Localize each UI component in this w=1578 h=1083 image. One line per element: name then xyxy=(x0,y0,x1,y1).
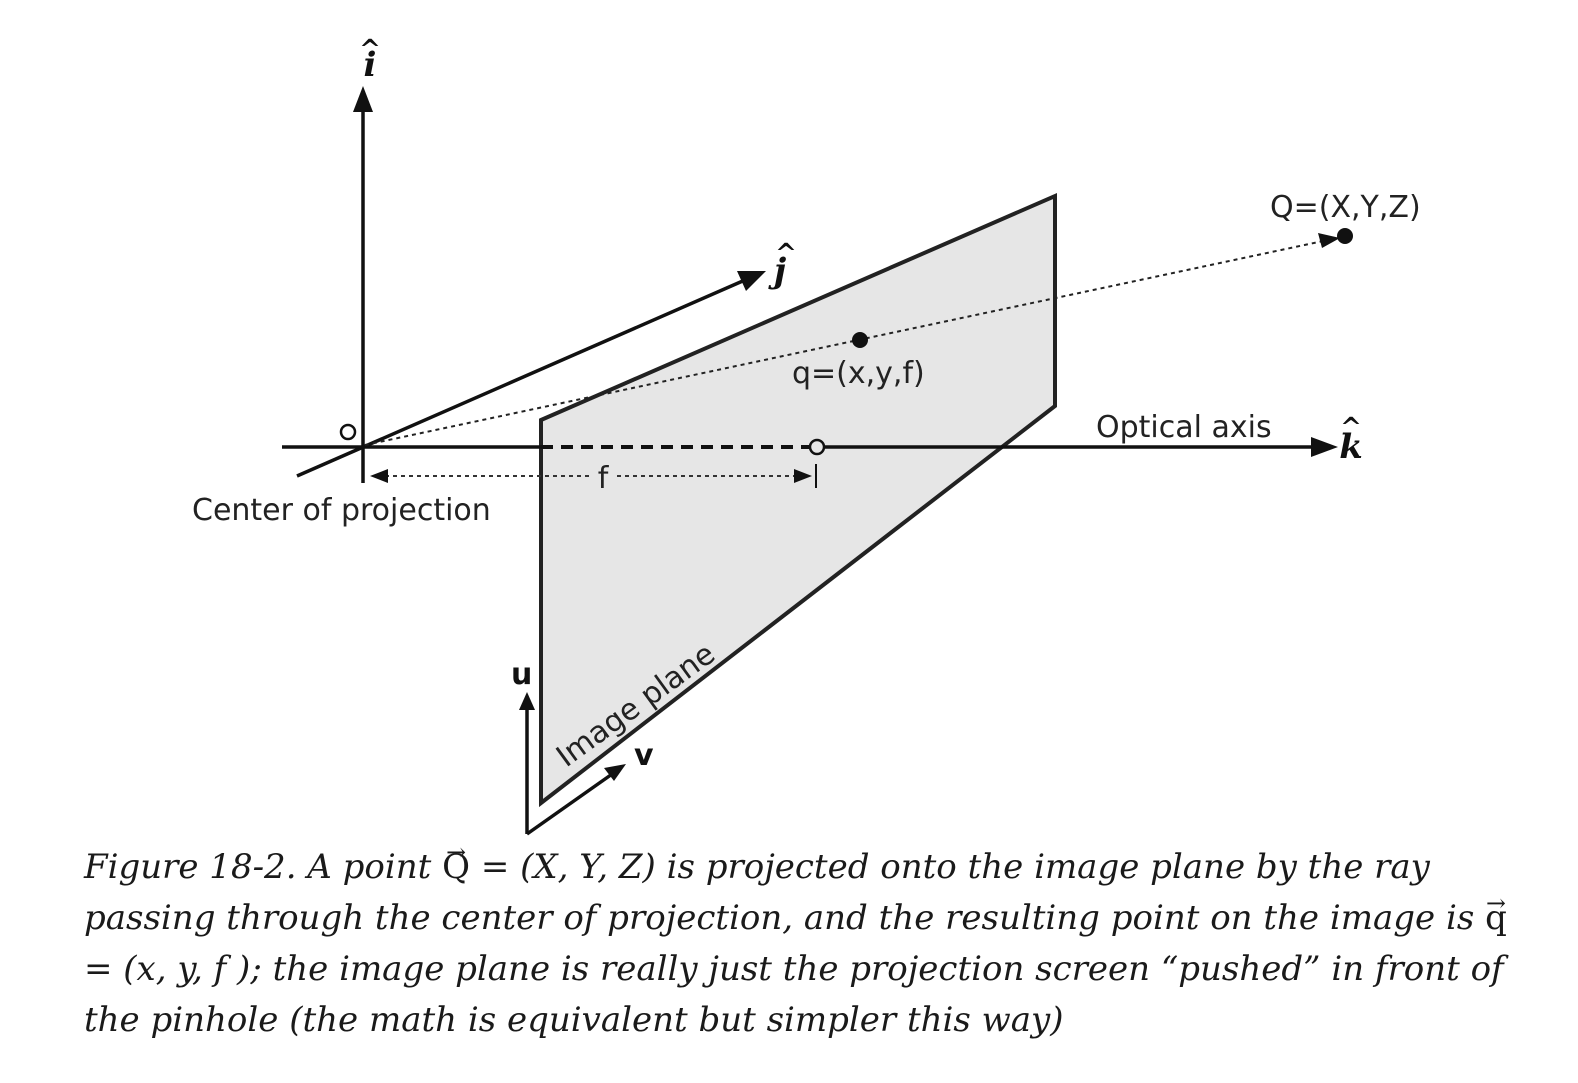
k-axis-label: k xyxy=(1339,427,1363,467)
focal-length-arrowhead-right xyxy=(794,469,812,483)
point-world-Q xyxy=(1337,228,1353,244)
v-axis-arrowhead xyxy=(604,764,626,781)
center-of-projection-marker xyxy=(339,423,357,441)
focal-length-label: f xyxy=(598,461,610,496)
v-axis xyxy=(525,770,617,836)
caption-after-q: = (x, y, f ); the image plane is really … xyxy=(84,949,1504,1040)
point-image-q xyxy=(852,332,868,348)
k-axis-arrowhead xyxy=(1311,437,1338,457)
k-axis-hat: ^ xyxy=(1340,413,1362,443)
point-image-label: q=(x,y,f) xyxy=(792,356,925,391)
point-world-label: Q=(X,Y,Z) xyxy=(1270,190,1421,225)
center-of-projection-label: Center of projection xyxy=(192,493,491,528)
optical-axis-label: Optical axis xyxy=(1096,410,1272,445)
u-axis-arrowhead xyxy=(519,692,535,710)
figure-caption: Figure 18-2. A point Q = (X, Y, Z) is pr… xyxy=(84,842,1534,1046)
image-plane xyxy=(539,192,1057,808)
caption-vector-q: q xyxy=(1485,893,1507,944)
caption-vector-Q: Q xyxy=(442,842,470,893)
j-axis-hat: ^ xyxy=(775,239,797,269)
focal-length-arrowhead-left xyxy=(370,469,388,483)
j-axis-label: j xyxy=(768,251,787,291)
u-axis-label: u xyxy=(511,657,532,692)
i-axis-label: i xyxy=(364,45,377,85)
caption-after-Q: = (X, Y, Z) is projected onto the image … xyxy=(84,847,1486,938)
projection-ray-arrowhead xyxy=(1318,233,1340,248)
i-axis-hat: ^ xyxy=(359,35,381,65)
j-axis xyxy=(296,278,746,478)
principal-point-marker xyxy=(808,438,826,456)
i-axis-arrowhead xyxy=(353,86,373,112)
pinhole-projection-diagram: f ^ i ^ j ^ k Q=(X,Y,Z) q=(x,y,f) Optica… xyxy=(192,35,1421,836)
v-axis-label: v xyxy=(634,738,654,773)
j-axis-arrowhead xyxy=(737,271,766,291)
caption-lead: Figure 18-2. A point xyxy=(84,847,443,887)
